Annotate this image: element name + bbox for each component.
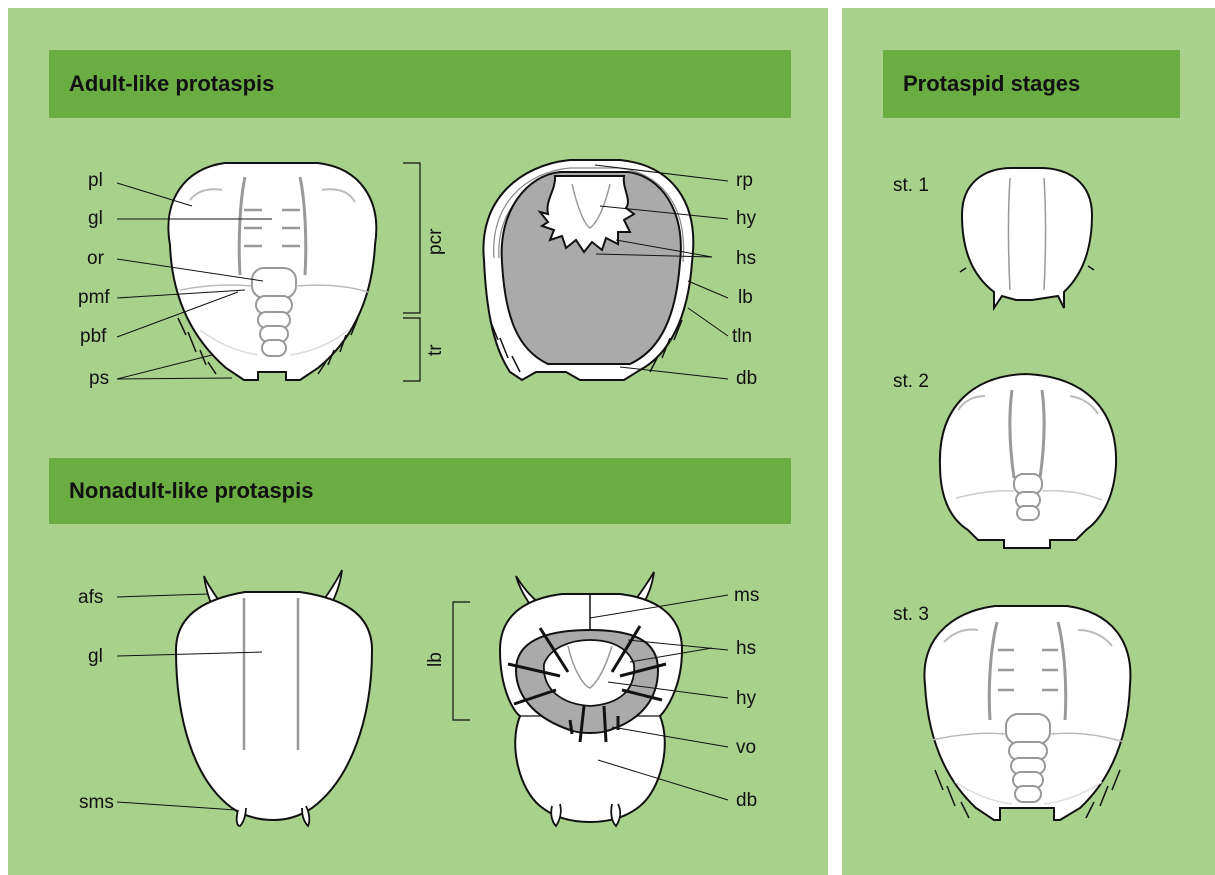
label-ps: ps [89, 368, 109, 389]
label-pl: pl [88, 170, 103, 191]
label-rp: rp [736, 170, 753, 191]
label-hy: hy [736, 208, 757, 229]
label-lb-nonadult: lb [425, 652, 446, 667]
label-pbf: pbf [80, 326, 107, 347]
stage-3-figure [924, 606, 1130, 820]
stage-2-label: st. 2 [893, 371, 929, 392]
label-db: db [736, 368, 757, 389]
adult-ventral-figure [483, 160, 693, 380]
label-lb: lb [738, 287, 753, 308]
label-tln: tln [732, 326, 752, 347]
label-or: or [87, 248, 105, 269]
tr-bracket [403, 318, 420, 381]
label-sms: sms [79, 792, 114, 813]
label-hs: hs [736, 248, 756, 269]
label-vo: vo [736, 737, 756, 758]
pcr-bracket [403, 163, 420, 313]
label-pcr: pcr [425, 228, 446, 255]
label-afs: afs [78, 587, 103, 608]
nonadult-dorsal-figure [176, 570, 372, 826]
stage-2-figure [940, 374, 1116, 548]
nonadult-ventral-figure [500, 572, 682, 826]
label-gl-nonadult: gl [88, 646, 103, 667]
label-gl: gl [88, 208, 103, 229]
label-hy-nonadult: hy [736, 688, 757, 709]
label-ms: ms [734, 585, 759, 606]
stage-1-figure [960, 168, 1094, 308]
nonadult-lb-bracket [453, 602, 470, 720]
stage-1-label: st. 1 [893, 175, 929, 196]
label-db-nonadult: db [736, 790, 757, 811]
label-tr: tr [425, 344, 446, 356]
stage-3-label: st. 3 [893, 604, 929, 625]
label-hs-nonadult: hs [736, 638, 756, 659]
label-pmf: pmf [78, 287, 110, 308]
